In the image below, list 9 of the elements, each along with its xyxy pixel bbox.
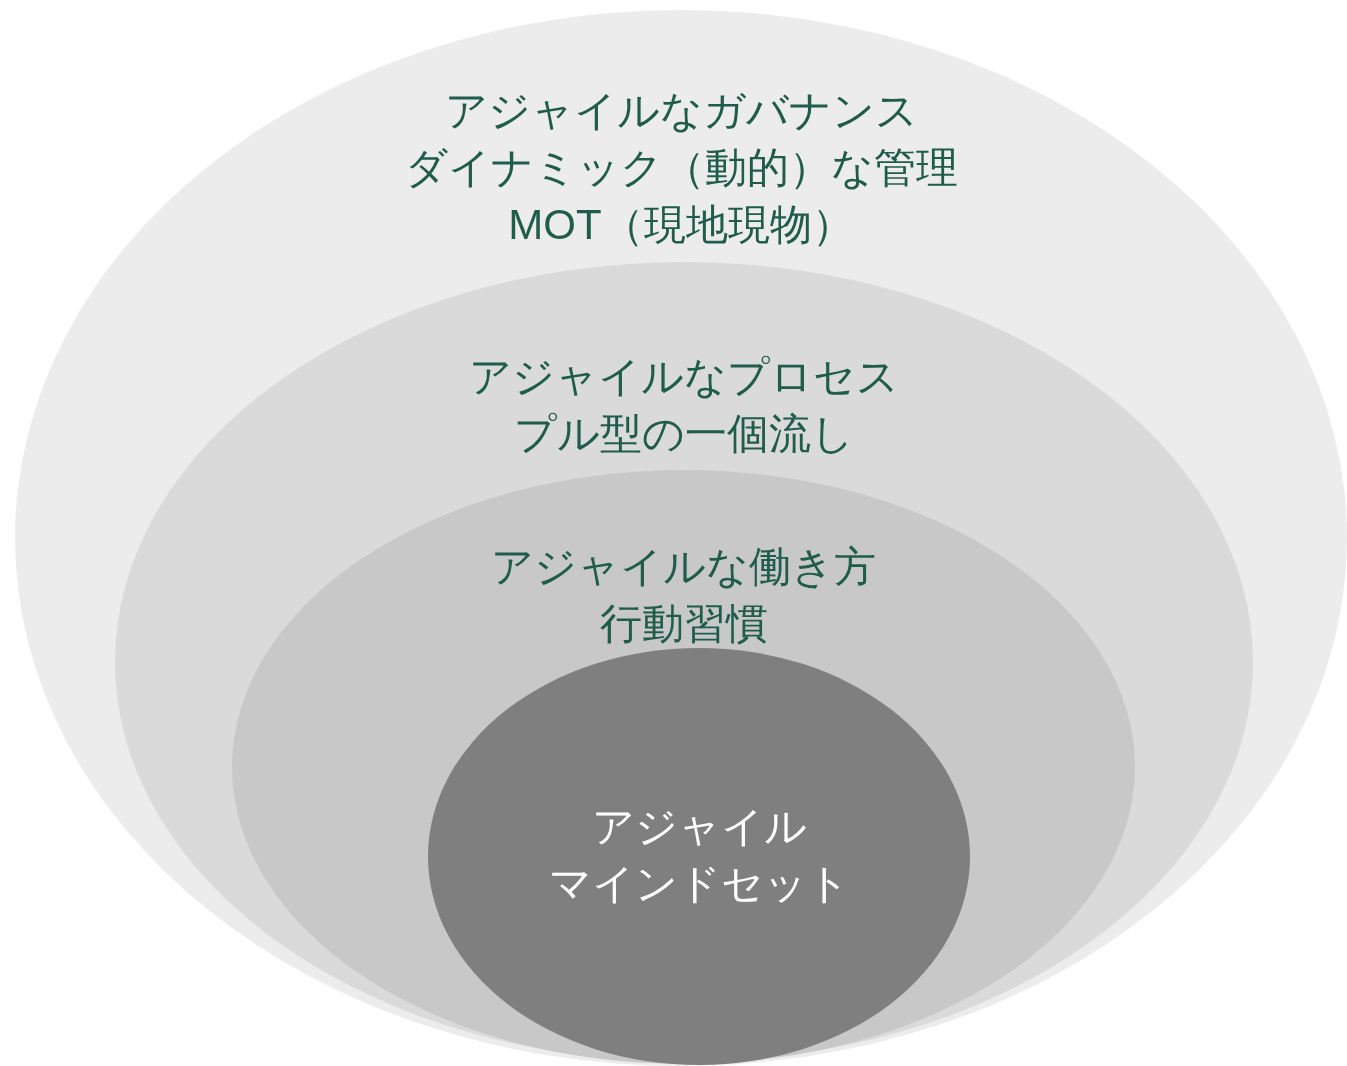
layer-subtitle: 行動習慣: [599, 599, 768, 649]
layer-subtitle: マインドセット: [548, 859, 850, 909]
layer-subtitle: ダイナミック（動的）な管理: [404, 143, 958, 193]
layer-title: アジャイルなプロセス: [469, 352, 899, 402]
layer-title: アジャイルな働き方: [491, 542, 876, 592]
layer-title: アジャイルなガバナンス: [444, 86, 918, 136]
layer-title: アジャイル: [591, 802, 807, 852]
layer-subtitle: プル型の一個流し: [514, 409, 854, 459]
layer-subtitle: MOT（現地現物）: [508, 200, 854, 250]
